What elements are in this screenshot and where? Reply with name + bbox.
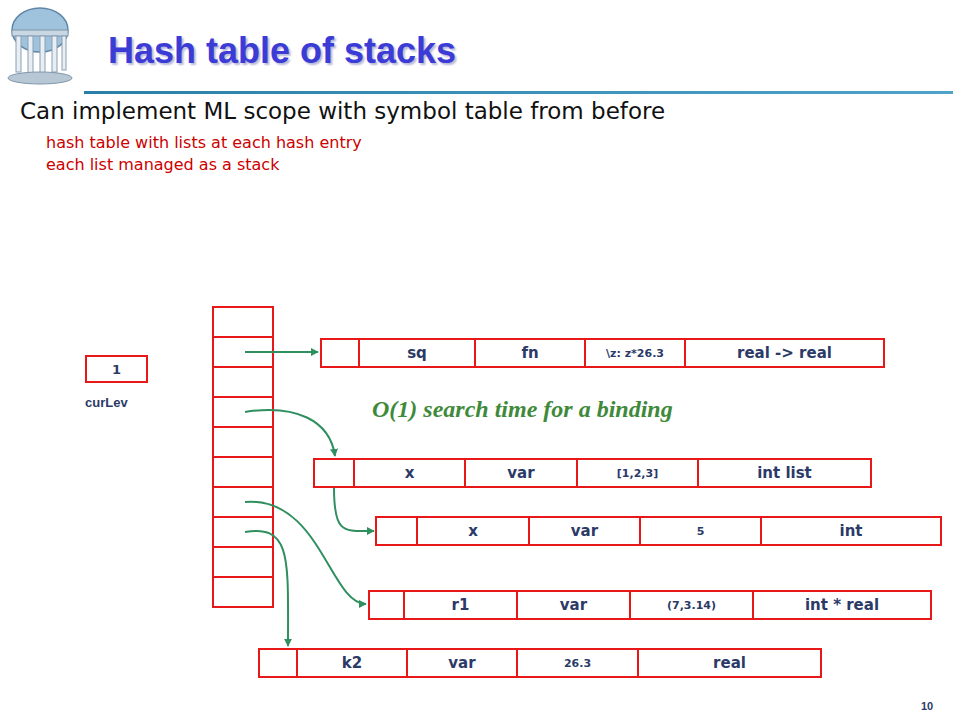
- link-cell: [375, 516, 418, 546]
- binding-kind: var: [560, 596, 587, 614]
- binding-kind: var: [507, 464, 534, 482]
- slide-title: Hash table of stacks: [108, 30, 456, 72]
- field-cell: int * real: [752, 590, 932, 620]
- field-cell: var: [464, 458, 578, 488]
- link-cell: [258, 648, 298, 678]
- bullet-text: each list managed as a stack: [46, 155, 279, 174]
- counter-label: curLev: [85, 395, 148, 410]
- binding-name: x: [468, 522, 478, 540]
- binding-record: r1 var (7,3.14) int * real: [368, 590, 932, 620]
- field-cell: int list: [697, 458, 872, 488]
- binding-value: \z: z*26.3: [606, 347, 664, 360]
- binding-name: k2: [342, 654, 362, 672]
- field-cell: sq: [358, 338, 476, 368]
- binding-kind: var: [571, 522, 598, 540]
- binding-kind: fn: [521, 344, 538, 362]
- title-rule: [84, 91, 953, 94]
- field-cell: \z: z*26.3: [584, 338, 686, 368]
- field-cell: real: [637, 648, 822, 678]
- field-cell: fn: [474, 338, 586, 368]
- counter-value: 1: [112, 362, 121, 377]
- binding-kind: var: [448, 654, 475, 672]
- link-cell: [368, 590, 405, 620]
- binding-record: x var 5 int: [375, 516, 942, 546]
- binding-type: int list: [757, 464, 812, 482]
- bucket-pointers: [245, 352, 366, 646]
- field-cell: var: [516, 590, 631, 620]
- field-cell: var: [528, 516, 641, 546]
- binding-type: int: [840, 522, 863, 540]
- binding-record: k2 var 26.3 real: [258, 648, 822, 678]
- field-cell: real -> real: [684, 338, 885, 368]
- field-cell: (7,3.14): [629, 590, 754, 620]
- binding-type: real -> real: [737, 344, 832, 362]
- binding-value: (7,3.14): [667, 599, 716, 612]
- stack-link-arrow: [334, 488, 374, 531]
- binding-name: sq: [407, 344, 427, 362]
- counter-box: 1: [85, 355, 148, 383]
- page-number: 10: [921, 700, 933, 712]
- field-cell: [1,2,3]: [576, 458, 699, 488]
- logo-icon: [8, 8, 72, 84]
- field-cell: x: [353, 458, 466, 488]
- binding-value: 5: [697, 525, 705, 538]
- field-cell: k2: [296, 648, 408, 678]
- subtitle-text: Can implement ML scope with symbol table…: [20, 98, 665, 124]
- field-cell: r1: [403, 590, 518, 620]
- binding-type: real: [713, 654, 746, 672]
- binding-value: 26.3: [564, 657, 591, 670]
- binding-record: sq fn \z: z*26.3 real -> real: [320, 338, 885, 368]
- binding-name: r1: [452, 596, 470, 614]
- binding-value: [1,2,3]: [617, 467, 658, 480]
- link-cell: [313, 458, 355, 488]
- link-cell: [320, 338, 360, 368]
- field-cell: 26.3: [516, 648, 639, 678]
- level-counter: 1 curLev: [85, 355, 148, 410]
- field-cell: var: [406, 648, 518, 678]
- note-text: O(1) search time for a binding: [372, 396, 673, 423]
- binding-name: x: [405, 464, 415, 482]
- field-cell: int: [760, 516, 942, 546]
- field-cell: 5: [639, 516, 762, 546]
- bullet-text: hash table with lists at each hash entry: [46, 133, 362, 152]
- binding-record: x var [1,2,3] int list: [313, 458, 872, 488]
- binding-type: int * real: [805, 596, 879, 614]
- field-cell: x: [416, 516, 530, 546]
